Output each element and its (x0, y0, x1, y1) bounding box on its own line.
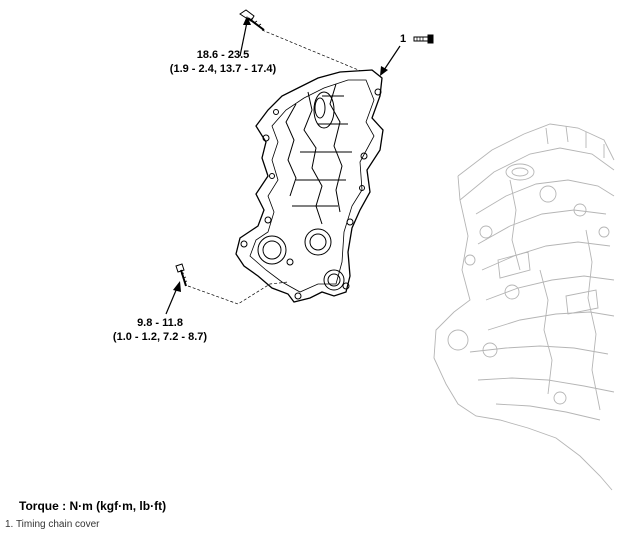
callout-arrow-head (380, 66, 388, 76)
lower-torque-alt: (1.0 - 1.2, 7.2 - 8.7) (112, 331, 208, 343)
part-list-item: 1. Timing chain cover (5, 519, 100, 530)
engine-block-outline (433, 123, 615, 491)
torque-unit-legend: Torque : N·m (kgf·m, lb·ft) (19, 499, 167, 513)
upper-torque-alt: (1.9 - 2.4, 13.7 - 17.4) (169, 63, 277, 75)
callout-bolt-icon (413, 34, 434, 44)
upper-leader-line (261, 29, 369, 75)
upper-torque-spec: 18.6 - 23.5 (1.9 - 2.4, 13.7 - 17.4) (148, 48, 298, 76)
upper-bolt-icon (239, 9, 265, 31)
lower-torque-spec: 9.8 - 11.8 (1.0 - 1.2, 7.2 - 8.7) (95, 316, 225, 344)
lower-torque-arrow (165, 287, 178, 315)
timing-chain-cover (235, 69, 384, 303)
lower-torque-range: 9.8 - 11.8 (137, 317, 183, 329)
upper-torque-arrow (239, 21, 248, 57)
callout-number: 1 (400, 33, 407, 45)
upper-torque-range: 18.6 - 23.5 (196, 49, 250, 61)
lower-arrow-head (173, 281, 181, 292)
lower-leader-line (187, 281, 289, 305)
callout-arrow (383, 45, 401, 71)
upper-arrow-head (243, 16, 251, 25)
lower-bolt-icon (175, 263, 188, 287)
